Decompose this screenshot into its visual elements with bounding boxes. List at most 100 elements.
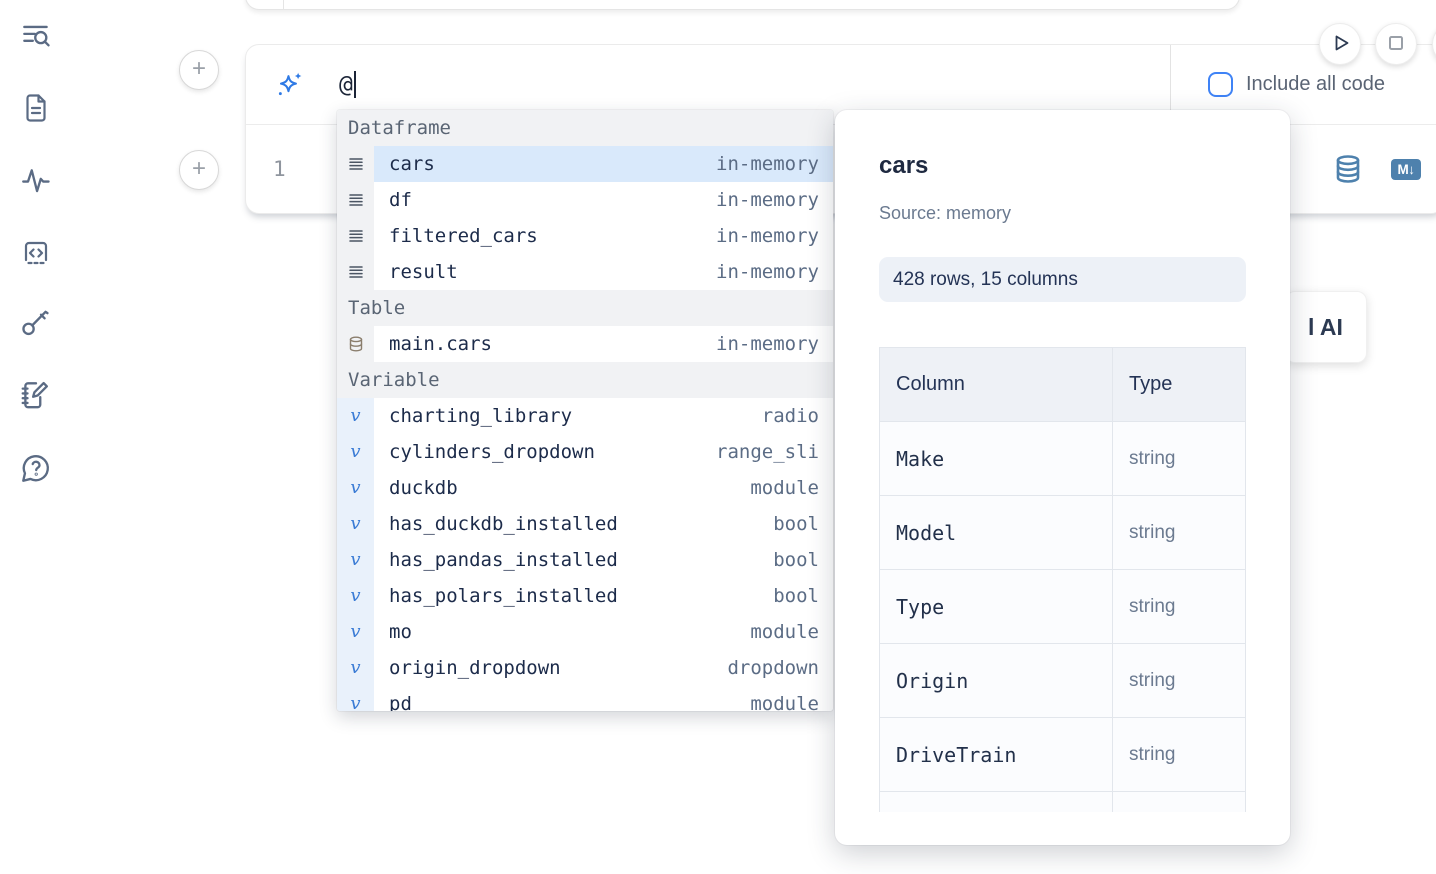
item-name: df — [389, 189, 412, 211]
database-icon[interactable] — [1334, 155, 1362, 183]
play-icon — [1324, 27, 1356, 62]
autocomplete-item[interactable]: v mo module — [337, 614, 833, 650]
item-name: origin_dropdown — [389, 657, 561, 679]
dataframe-icon — [348, 156, 364, 172]
stop-button[interactable] — [1375, 23, 1417, 65]
variable-icon: v — [350, 693, 361, 712]
autocomplete-item[interactable]: v has_polars_installed bool — [337, 578, 833, 614]
variable-icon: v — [350, 477, 361, 498]
item-type: in-memory — [716, 225, 819, 247]
help-circle-icon — [19, 451, 53, 490]
columns-table-header-row: Column Type — [879, 347, 1246, 422]
item-name: result — [389, 261, 458, 283]
column-name-cell: Model — [879, 495, 1113, 570]
secrets-button[interactable] — [16, 305, 56, 345]
autocomplete-panel: Dataframe cars in-memory df in-memory — [337, 110, 833, 711]
column-name-cell: Make — [879, 421, 1113, 496]
scratchpad-button[interactable] — [16, 377, 56, 417]
autocomplete-item[interactable]: result in-memory — [337, 254, 833, 290]
activity-button[interactable] — [16, 163, 56, 203]
autocomplete-item[interactable]: v pd module — [337, 686, 833, 711]
autocomplete-item[interactable]: v origin_dropdown dropdown — [337, 650, 833, 686]
markdown-icon[interactable]: M↓ — [1391, 158, 1421, 180]
toc-search-button[interactable] — [16, 18, 56, 58]
item-name: mo — [389, 621, 412, 643]
variable-icon: v — [350, 657, 361, 678]
prompt-options: Include all code — [1171, 45, 1436, 124]
item-type: in-memory — [716, 333, 819, 355]
table-row: DriveTrain string — [879, 717, 1246, 792]
item-type: bool — [773, 549, 819, 571]
add-cell-above-button[interactable]: + — [179, 50, 219, 90]
column-type-cell: string — [1112, 643, 1246, 718]
autocomplete-section-header: Dataframe — [337, 110, 833, 146]
item-type: module — [750, 477, 819, 499]
item-type: radio — [761, 405, 819, 427]
notebook-pen-icon — [19, 378, 53, 417]
ai-prompt-input[interactable]: @ — [246, 45, 1171, 124]
variable-icon: v — [350, 549, 361, 570]
column-name-cell: DriveTrain — [879, 717, 1113, 792]
autocomplete-item[interactable]: v duckdb module — [337, 470, 833, 506]
table-row: Make string — [879, 421, 1246, 496]
code-editor-row[interactable]: 1 M↓ — [246, 125, 1436, 213]
ai-prompt-value: @ — [339, 71, 353, 98]
autocomplete-item[interactable]: cars in-memory — [337, 146, 833, 182]
column-name-cell: Origin — [879, 643, 1113, 718]
autocomplete-item[interactable]: v has_pandas_installed bool — [337, 542, 833, 578]
stop-icon — [1380, 27, 1412, 62]
item-name: main.cars — [389, 333, 492, 355]
column-type-cell: string — [1112, 421, 1246, 496]
file-text-icon — [20, 92, 52, 129]
item-type: in-memory — [716, 261, 819, 283]
editor-toolbar: M↓ — [1334, 155, 1436, 183]
table-row: Model string — [879, 495, 1246, 570]
table-row: Type string — [879, 569, 1246, 644]
columns-table-wrap: Column Type Make string Model string Typ… — [879, 347, 1246, 812]
add-cell-below-button[interactable]: + — [179, 150, 219, 190]
item-type: in-memory — [716, 153, 819, 175]
autocomplete-item[interactable]: df in-memory — [337, 182, 833, 218]
autocomplete-item[interactable]: v charting_library radio — [337, 398, 833, 434]
run-cell-button[interactable] — [1319, 23, 1361, 65]
columns-table: Column Type Make string Model string Typ… — [879, 347, 1246, 812]
previous-cell-edge — [245, 0, 1240, 10]
type-header: Type — [1112, 347, 1246, 422]
item-name: filtered_cars — [389, 225, 538, 247]
list-search-icon — [19, 19, 53, 58]
item-name: has_duckdb_installed — [389, 513, 618, 535]
dataframe-preview-card: cars Source: memory 428 rows, 15 columns… — [835, 110, 1290, 845]
autocomplete-item[interactable]: v cylinders_dropdown range_sli — [337, 434, 833, 470]
autocomplete-item[interactable]: filtered_cars in-memory — [337, 218, 833, 254]
item-name: cylinders_dropdown — [389, 441, 595, 463]
item-type: range_sli — [716, 441, 819, 463]
item-type: in-memory — [716, 189, 819, 211]
item-name: has_polars_installed — [389, 585, 618, 607]
variable-icon: v — [350, 441, 361, 462]
column-name-cell: Type — [879, 569, 1113, 644]
help-button[interactable] — [16, 450, 56, 490]
variable-icon: v — [350, 405, 361, 426]
variable-icon: v — [350, 585, 361, 606]
line-number: 1 — [273, 157, 286, 181]
ai-partial-button[interactable]: l AI — [1285, 291, 1367, 363]
column-type-cell: string — [1112, 717, 1246, 792]
autocomplete-item[interactable]: main.cars in-memory — [337, 326, 833, 362]
autocomplete-section-header: Variable — [337, 362, 833, 398]
table-row — [879, 791, 1246, 812]
snippets-button[interactable] — [16, 235, 56, 275]
files-button[interactable] — [16, 90, 56, 130]
dataframe-icon — [348, 264, 364, 280]
ai-partial-label: l AI — [1308, 313, 1343, 340]
column-type-cell — [1112, 791, 1246, 812]
table-database-icon — [348, 336, 364, 352]
variable-icon: v — [350, 621, 361, 642]
autocomplete-item[interactable]: v has_duckdb_installed bool — [337, 506, 833, 542]
item-name: charting_library — [389, 405, 573, 427]
table-row: Origin string — [879, 643, 1246, 718]
column-name-cell — [879, 791, 1113, 812]
preview-title: cars — [879, 152, 929, 179]
item-type: dropdown — [727, 657, 819, 679]
column-type-cell: string — [1112, 569, 1246, 644]
include-all-code-checkbox[interactable] — [1208, 72, 1233, 97]
